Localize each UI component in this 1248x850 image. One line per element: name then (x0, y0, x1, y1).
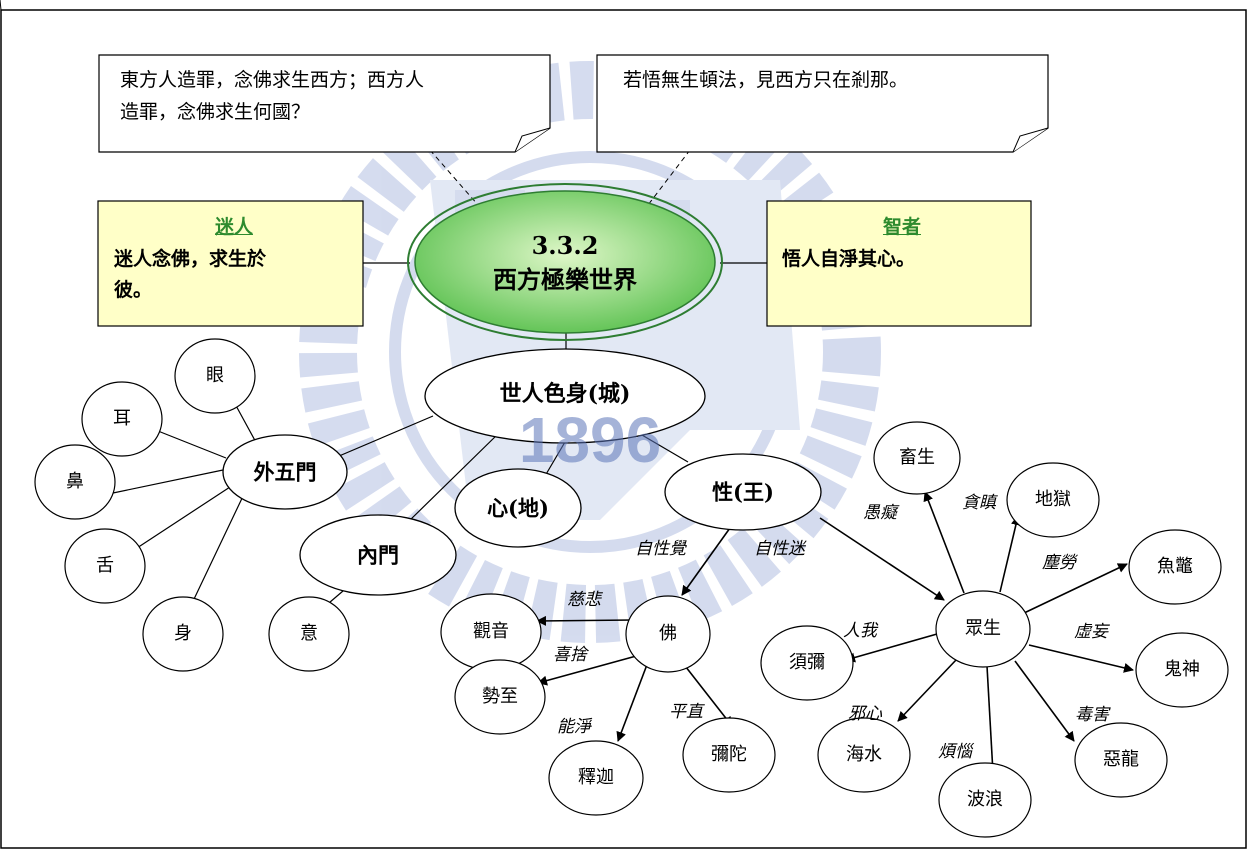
node-body-city: 世人色身(城) (499, 381, 631, 407)
right-callout-connector (647, 149, 691, 206)
node-dragon: 惡龍 (1103, 749, 1139, 770)
right-callout-text: 若悟無生頓法，見西方只在剎那。 (623, 69, 909, 91)
node-buddha: 佛 (659, 623, 677, 644)
node-outer-gates: 外五門 (253, 459, 317, 485)
edge-label-evil-mind: 邪心 (848, 704, 882, 724)
left-callout-fold (514, 127, 551, 153)
edge-label-joy: 喜捨 (553, 645, 587, 665)
node-inner-gate: 內門 (357, 542, 399, 568)
left-box-line-1: 迷人念佛，求生於 (114, 248, 267, 270)
node-shizhi: 勢至 (482, 686, 518, 707)
left-callout-text: 東方人造罪，念佛求生西方；西方人 造罪，念佛求生何國？ (120, 64, 424, 128)
arrows (536, 491, 1134, 774)
edge-label-greed-anger: 貪瞋 (962, 493, 996, 513)
left-callout-connector (429, 149, 479, 206)
edge-label-self-aware: 自性覺 (635, 539, 686, 559)
watermark-year: 1896 (519, 404, 661, 476)
node-guanyin: 觀音 (473, 621, 509, 642)
node-fish: 魚鼈 (1157, 556, 1193, 577)
edge-label-falsehood: 虛妄 (1074, 622, 1108, 642)
center-number: 3.3.2 (531, 231, 599, 260)
node-nose: 鼻 (66, 471, 84, 492)
node-ear: 耳 (113, 408, 131, 429)
node-body: 身 (174, 623, 192, 644)
node-tongue: 舌 (96, 555, 114, 576)
node-nature-king: 性(王) (712, 479, 774, 505)
node-sea: 海水 (846, 744, 882, 765)
center-title: 西方極樂世界 (493, 265, 637, 294)
node-mind-ground: 心(地) (487, 495, 549, 521)
edge-label-ignorance: 愚癡 (863, 503, 897, 523)
edge-label-compassion: 慈悲 (567, 590, 601, 610)
edge-label-pure: 能淨 (557, 717, 591, 737)
node-animals: 畜生 (899, 447, 935, 468)
node-waves: 波浪 (967, 789, 1003, 810)
left-callout-line-1: 東方人造罪，念佛求生西方；西方人 (120, 69, 425, 91)
node-intention: 意 (300, 623, 318, 644)
node-shijia: 釋迦 (578, 767, 614, 788)
corner-tick (0, 0, 2, 11)
node-eye: 眼 (206, 365, 224, 386)
center-ellipse (414, 190, 716, 334)
edge-label-poison: 毒害 (1075, 705, 1109, 725)
center-ellipse-outer (407, 183, 723, 341)
node-mituo: 彌陀 (711, 744, 747, 765)
ellipses (222, 348, 822, 596)
node-sentient: 眾生 (965, 618, 1001, 639)
right-box-line: 悟人自淨其心。 (782, 248, 916, 270)
node-sumeru: 須彌 (789, 652, 825, 673)
edge-label-defilement: 塵勞 (1042, 553, 1076, 573)
edge-label-self-deluded: 自性迷 (754, 539, 805, 559)
edge-label-affliction: 煩惱 (938, 742, 972, 762)
right-box-text: 智者 悟人自淨其心。 (782, 210, 1022, 275)
left-box-line-2: 彼。 (114, 279, 153, 301)
right-callout-fold (1012, 127, 1049, 153)
left-box-heading: 迷人 (214, 216, 253, 238)
left-box-text: 迷人 迷人念佛，求生於 彼。 (114, 210, 354, 306)
node-hell: 地獄 (1035, 489, 1071, 510)
left-callout-line-2: 造罪，念佛求生何國？ (120, 101, 311, 123)
right-yellow-box (766, 200, 1032, 327)
circles (34, 338, 1229, 838)
edge-label-straight: 平直 (669, 702, 703, 722)
node-ghosts: 鬼神 (1164, 659, 1200, 680)
right-box-heading: 智者 (882, 216, 921, 238)
edge-label-self-other: 人我 (843, 621, 877, 641)
page-border (0, 9, 1247, 849)
